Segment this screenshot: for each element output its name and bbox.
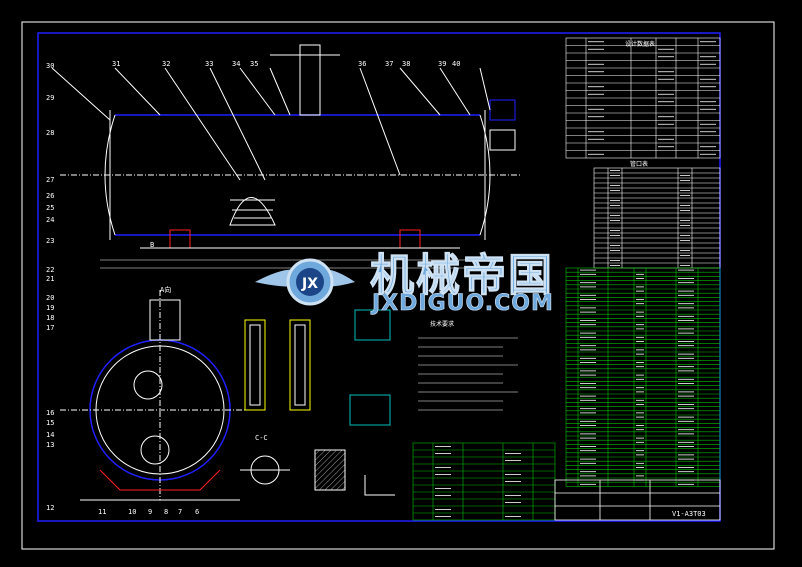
part-number-label: 38: [402, 60, 410, 68]
part-number-label: 20: [46, 294, 54, 302]
part-number-label: 8: [164, 508, 168, 516]
gear-wing-logo-icon: JX: [255, 258, 355, 306]
design-data-title: 设计数据表: [625, 40, 655, 48]
view-a-label: A向: [160, 285, 171, 294]
watermark: JX 机械帝国 JXDIGUO.COM: [255, 250, 554, 316]
part-number-label: 13: [46, 441, 54, 449]
part-number-label: 30: [46, 62, 54, 70]
part-number-label: 14: [46, 431, 54, 439]
part-number-label: 37: [385, 60, 393, 68]
bill-of-materials-right: [565, 267, 721, 487]
outer-frame: [21, 21, 775, 550]
part-number-label: 10: [128, 508, 136, 516]
part-number-label: 25: [46, 204, 54, 212]
vessel-end-view: [60, 290, 260, 501]
part-number-label: 6: [195, 508, 199, 516]
part-number-label: 15: [46, 419, 54, 427]
part-number-label: 27: [46, 176, 54, 184]
drawing-number: V1-A3T03: [672, 510, 706, 518]
part-number-label: 21: [46, 275, 54, 283]
part-number-label: 24: [46, 216, 54, 224]
part-number-label: 17: [46, 324, 54, 332]
section-cc-label: C-C: [255, 434, 268, 442]
watermark-cn-text: 机械帝国: [370, 250, 554, 301]
part-number-label: 33: [205, 60, 213, 68]
part-number-label: 32: [162, 60, 170, 68]
design-data-table: [565, 37, 721, 159]
part-number-label: 23: [46, 237, 54, 245]
parts-tables: [412, 37, 721, 521]
part-number-label: 40: [452, 60, 460, 68]
part-number-label: 35: [250, 60, 258, 68]
logo-letters: JX: [301, 276, 318, 292]
part-number-label: 28: [46, 129, 54, 137]
watermark-en-text: JXDIGUO.COM: [370, 291, 554, 316]
part-number-label: 19: [46, 304, 54, 312]
part-number-label: 9: [148, 508, 152, 516]
part-number-label: 36: [358, 60, 366, 68]
detail-views: [240, 309, 395, 496]
vessel-elevation: [51, 44, 520, 269]
part-number-label: 34: [232, 60, 240, 68]
technical-requirements: 技术要求: [418, 320, 518, 411]
part-number-label: 31: [112, 60, 120, 68]
part-number-label: 22: [46, 266, 54, 274]
tech-req-title: 技术要求: [430, 320, 454, 328]
part-number-label: 39: [438, 60, 446, 68]
nozzle-table-title: 管口表: [630, 160, 648, 168]
part-number-label: 7: [178, 508, 182, 516]
part-number-label: 29: [46, 94, 54, 102]
bill-of-materials-bottom: [412, 442, 556, 521]
nozzle-table: [593, 167, 721, 269]
part-number-label: 18: [46, 314, 54, 322]
view-b-label: B: [150, 241, 154, 249]
part-number-label: 26: [46, 192, 54, 200]
part-number-label: 11: [98, 508, 106, 516]
title-block: V1-A3T03: [554, 479, 721, 521]
part-number-label: 16: [46, 409, 54, 417]
part-number-label: 12: [46, 504, 54, 512]
